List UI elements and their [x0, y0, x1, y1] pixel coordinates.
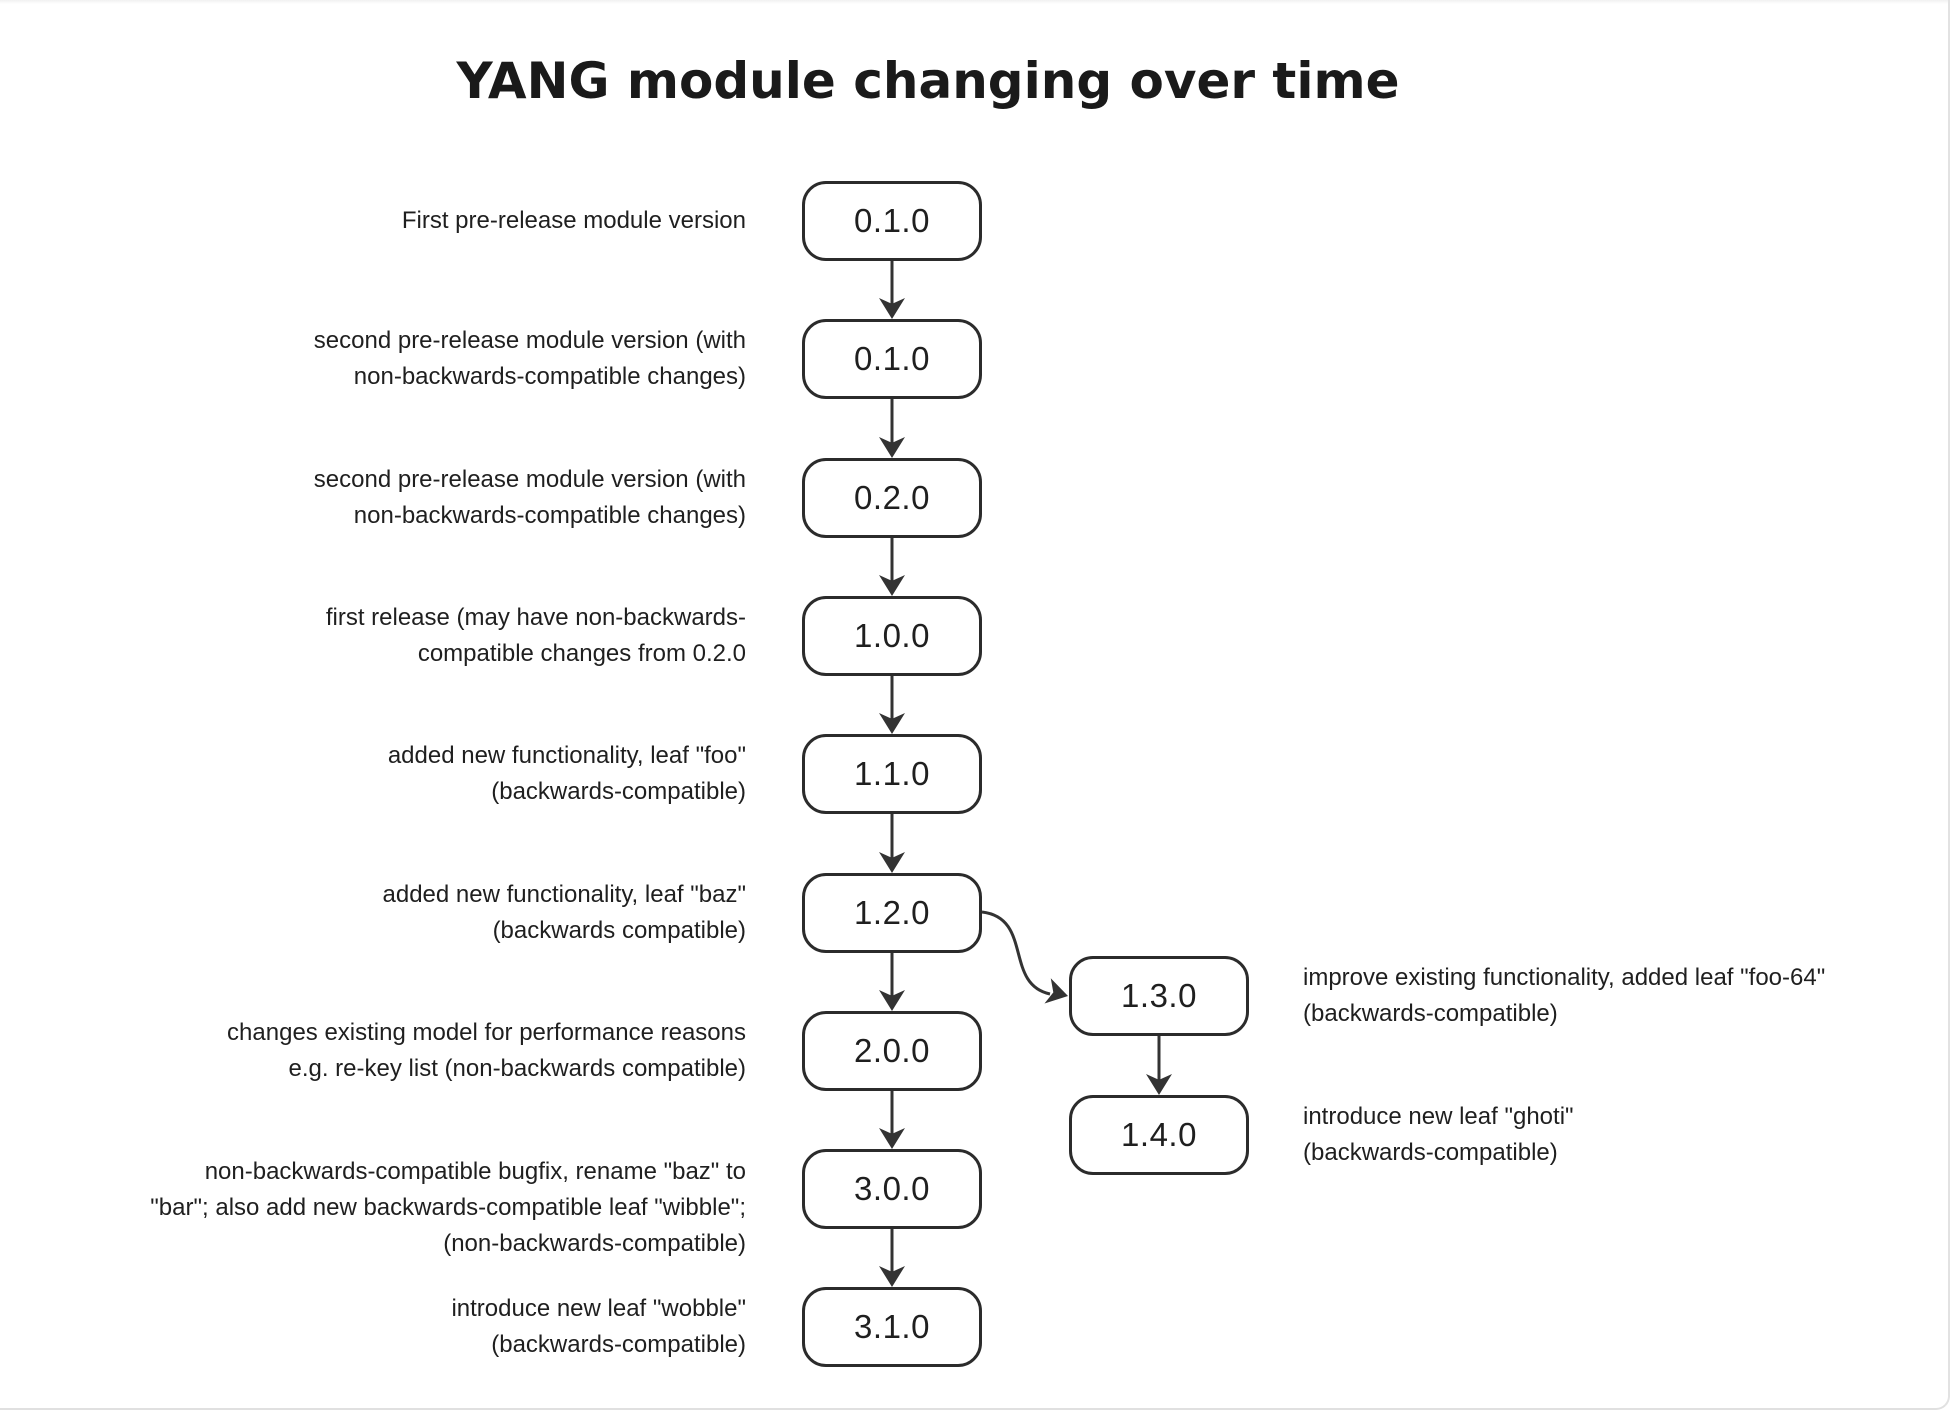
flow-node-3.1.0: 3.1.0: [802, 1287, 982, 1367]
node-annotation-right-0: improve existing functionality, added le…: [1303, 960, 1825, 1032]
annotation-line: (backwards-compatible): [1303, 1000, 1558, 1027]
arrowhead-icon: [879, 1128, 905, 1149]
node-annotation-left-7: non-backwards-compatible bugfix, rename …: [150, 1154, 746, 1262]
arrowhead-icon: [879, 990, 905, 1011]
annotation-line: First pre-release module version: [401, 207, 746, 234]
node-version-label: 1.1.0: [854, 755, 930, 792]
annotation-line: (backwards-compatible): [491, 778, 746, 805]
node-annotation-left-1: second pre-release module version (with n…: [314, 323, 746, 395]
node-version-label: 1.2.0: [854, 894, 930, 931]
node-annotation-left-5: added new functionality, leaf "baz" (back…: [383, 877, 747, 949]
node-annotation-left-3: first release (may have non-backwards-co…: [326, 600, 746, 672]
flow-node-2.0.0: 2.0.0: [802, 1011, 982, 1091]
flow-node-1.1.0: 1.1.0: [802, 734, 982, 814]
flow-node-3.0.0: 3.0.0: [802, 1149, 982, 1229]
annotation-line: added new functionality, leaf "foo": [387, 742, 746, 769]
annotation-line: introduce new leaf "wobble": [451, 1295, 746, 1322]
node-version-label: 1.3.0: [1121, 977, 1197, 1014]
node-annotation-left-0: First pre-release module version: [402, 203, 746, 239]
arrowhead-icon: [879, 298, 905, 319]
node-annotation-left-2: second pre-release module version (with n…: [314, 462, 746, 534]
arrowhead-icon: [879, 575, 905, 596]
annotation-line: non-backwards-compatible bugfix, rename …: [204, 1158, 746, 1185]
flow-node-1.0.0: 1.0.0: [802, 596, 982, 676]
annotation-line: e.g. re-key list (non-backwards compatib…: [288, 1055, 746, 1082]
annotation-line: (backwards-compatible): [1303, 1139, 1558, 1166]
node-version-label: 0.2.0: [854, 479, 930, 516]
flow-node-1.4.0: 1.4.0: [1069, 1095, 1249, 1175]
arrowhead-icon: [1146, 1074, 1172, 1095]
annotation-line: non-backwards-compatible changes): [353, 502, 746, 529]
annotation-line: improve existing functionality, added le…: [1303, 964, 1826, 991]
arrowhead-icon: [1044, 978, 1068, 1004]
flow-node-1.3.0: 1.3.0: [1069, 956, 1249, 1036]
flow-node-0.1.0: 0.1.0: [802, 319, 982, 399]
node-annotation-right-1: introduce new leaf "ghoti" (backwards-com…: [1303, 1099, 1574, 1171]
annotation-line: "bar"; also add new backwards-compatible…: [150, 1194, 746, 1221]
annotation-line: (backwards compatible): [492, 917, 746, 944]
node-version-label: 0.1.0: [854, 340, 930, 377]
arrowhead-icon: [879, 713, 905, 734]
arrowhead-icon: [879, 1266, 905, 1287]
annotation-line: changes existing model for performance r…: [227, 1019, 746, 1046]
node-version-label: 2.0.0: [854, 1032, 930, 1069]
annotation-line: first release (may have non-backwards-: [325, 604, 746, 631]
annotation-line: added new functionality, leaf "baz": [382, 881, 747, 908]
node-annotation-left-8: introduce new leaf "wobble" (backwards-co…: [451, 1291, 746, 1363]
node-version-label: 1.0.0: [854, 617, 930, 654]
annotation-line: second pre-release module version (with: [313, 327, 746, 354]
diagram-title: YANG module changing over time: [456, 52, 1400, 110]
node-version-label: 3.0.0: [854, 1170, 930, 1207]
flow-node-0.2.0: 0.2.0: [802, 458, 982, 538]
annotation-line: (non-backwards-compatible): [443, 1230, 746, 1257]
arrowhead-icon: [879, 437, 905, 458]
annotation-line: introduce new leaf "ghoti": [1303, 1103, 1574, 1130]
node-version-label: 0.1.0: [854, 202, 930, 239]
node-version-label: 3.1.0: [854, 1308, 930, 1345]
annotation-line: compatible changes from 0.2.0: [417, 640, 746, 667]
flow-node-1.2.0: 1.2.0: [802, 873, 982, 953]
node-version-label: 1.4.0: [1121, 1116, 1197, 1153]
annotation-line: (backwards-compatible): [491, 1331, 746, 1358]
node-annotation-left-4: added new functionality, leaf "foo" (back…: [388, 738, 746, 810]
arrowhead-icon: [879, 852, 905, 873]
annotation-line: non-backwards-compatible changes): [353, 363, 746, 390]
annotation-line: second pre-release module version (with: [313, 466, 746, 493]
node-annotation-left-6: changes existing model for performance r…: [227, 1015, 746, 1087]
flow-node-0.1.0: 0.1.0: [802, 181, 982, 261]
branch-curve-arrow: [981, 910, 1051, 996]
